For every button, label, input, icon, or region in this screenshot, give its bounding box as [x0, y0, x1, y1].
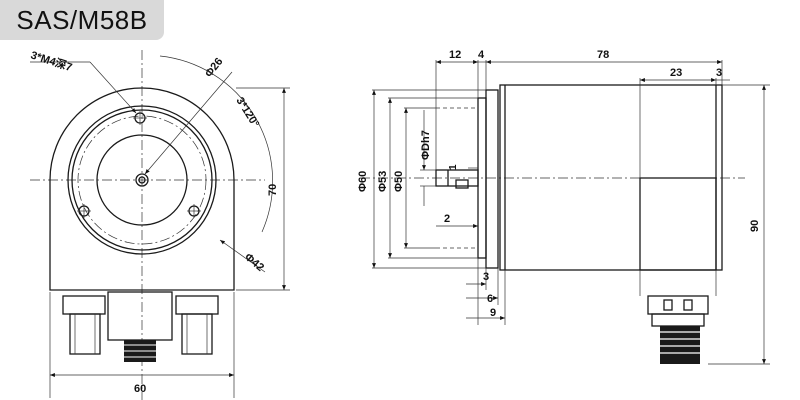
shaft-label: ΦDh7: [420, 130, 432, 160]
mount-holes-label: 3*M4深7: [29, 48, 74, 75]
bot-9-label: 9: [490, 307, 496, 319]
side-main-body: [499, 84, 723, 271]
front-bolt-circle: [77, 115, 207, 245]
side-shaft: [435, 169, 479, 187]
leader-d42: [219, 239, 266, 273]
front-connector-center: [107, 291, 173, 362]
top-3-label: 3: [716, 67, 722, 79]
top-23-label: 23: [670, 67, 682, 79]
leader-d26: [144, 71, 233, 175]
mount-hole-right: [187, 204, 201, 218]
side-shaft-key: [455, 179, 469, 189]
key-1-label: 1: [448, 164, 459, 170]
side-view: Φ60 Φ53 Φ50 ΦDh7 12 4 78 23 3: [357, 49, 770, 365]
front-hub-circle: [96, 134, 188, 226]
leader-m4: [89, 61, 137, 114]
top-12-label: 12: [449, 49, 461, 61]
angle-label: 3*120°: [233, 95, 261, 129]
side-connector: [639, 270, 717, 364]
bolt-circle-label: Φ26: [203, 56, 226, 80]
angle-arc: [159, 55, 273, 233]
front-flange-circle: [67, 105, 217, 255]
top-4-label: 4: [478, 49, 485, 61]
d50-label: Φ50: [393, 171, 405, 192]
front-flange-inner-circle: [71, 109, 213, 251]
d60-label: Φ60: [357, 171, 369, 192]
bot-6-label: 6: [487, 293, 493, 305]
front-view: 3*M4深7 Φ26 3*120° Φ42 70 60: [29, 48, 290, 400]
front-shaft-core: [138, 176, 146, 184]
side-flange: [485, 89, 499, 269]
mount-hole-left: [77, 204, 91, 218]
front-connector-right: [175, 295, 219, 355]
width-label: 60: [134, 383, 146, 395]
bot-3-label: 3: [483, 271, 489, 283]
height-90-label: 90: [749, 220, 761, 232]
top-78-label: 78: [597, 49, 609, 61]
mount-hole-top: [133, 111, 147, 125]
front-body-outline: [49, 87, 235, 291]
front-shaft-circle: [135, 173, 149, 187]
key-2-label: 2: [444, 213, 450, 225]
height-label: 70: [267, 184, 279, 196]
front-connector-left: [62, 295, 106, 355]
d53-label: Φ53: [377, 171, 389, 192]
model-title: SAS/M58B: [0, 0, 164, 40]
side-connector-housing: [639, 177, 717, 271]
